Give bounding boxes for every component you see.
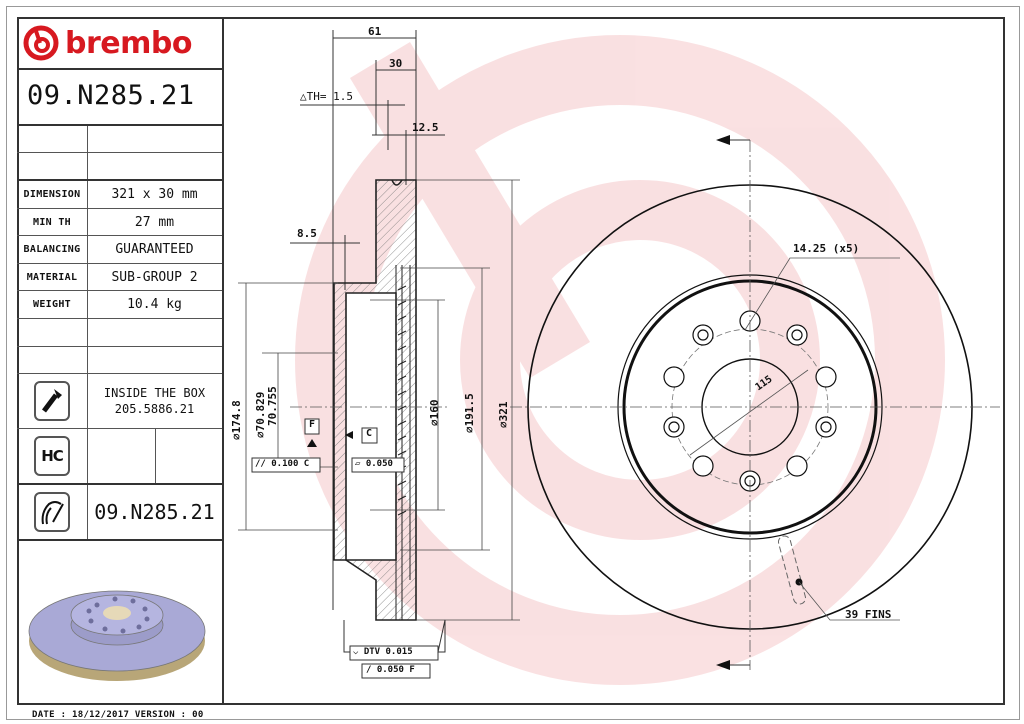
blank-row-4 [17, 347, 222, 374]
spec-label: BALANCING [17, 236, 88, 263]
dim-diameter-321: ⌀321 [497, 401, 510, 429]
hc-icon: HC [34, 436, 70, 476]
brembo-logo-icon [23, 25, 59, 61]
spec-value: 10.4 kg [127, 297, 182, 312]
inside-box-code: 205.5886.21 [114, 402, 195, 416]
datum-f: F [309, 419, 316, 430]
blank-row-2 [17, 153, 222, 181]
spec-value: SUB-GROUP 2 [111, 269, 198, 285]
disc-ref-part-number: 09.N285.21 [94, 500, 215, 524]
parallelism-tolerance: // 0.100 C [255, 459, 310, 469]
part-number: 09.N285.21 [27, 80, 195, 111]
spec-label: MATERIAL [17, 264, 88, 290]
disc-pad-icon [34, 492, 70, 532]
brand-row: brembo [17, 17, 222, 70]
dtv-tolerance: ⌵ DTV 0.015 [353, 647, 413, 657]
spec-row: MIN TH 27 mm [17, 209, 222, 236]
dim-fins: 39 FINS [845, 608, 892, 621]
blank-row-3 [17, 319, 222, 347]
dim-diameter-160: ⌀160 [428, 399, 441, 427]
inside-box-row: INSIDE THE BOX 205.5886.21 [17, 374, 222, 429]
spec-row: WEIGHT 10.4 kg [17, 291, 222, 319]
dim-overall-width: 61 [368, 25, 382, 38]
spec-label: WEIGHT [17, 291, 88, 318]
spec-value: GUARANTEED [115, 242, 194, 257]
spec-label: DIMENSION [17, 181, 88, 208]
spec-value: 27 mm [134, 214, 175, 230]
inside-box-title: INSIDE THE BOX [103, 386, 206, 400]
dim-delta-th: △TH= 1.5 [300, 90, 353, 103]
dim-flange: 8.5 [297, 227, 317, 240]
dim-diameter-191: ⌀191.5 [463, 393, 476, 433]
spec-row: MATERIAL SUB-GROUP 2 [17, 264, 222, 291]
part-number-row: 09.N285.21 [17, 70, 222, 126]
flatness-tolerance: ▱ 0.050 [355, 459, 393, 469]
datum-c: C [366, 428, 373, 439]
screw-icon [34, 381, 70, 421]
disc-3d-render [17, 541, 222, 703]
hc-row: HC [17, 429, 222, 485]
dim-diameter-70-min: 70.755 [266, 386, 279, 426]
brand-name: brembo [65, 25, 192, 61]
spec-panel: brembo 09.N285.21 DIMENSION 321 x 30 mm … [17, 17, 224, 705]
footer-date-version: DATE : 18/12/2017 VERSION : 00 [32, 710, 204, 720]
dim-diameter-174: ⌀174.8 [230, 400, 243, 440]
dim-hat-offset: 12.5 [412, 121, 439, 134]
dim-bolt-holes: 14.25 (x5) [793, 242, 860, 255]
brembo-watermark [295, 35, 945, 685]
spec-row: DIMENSION 321 x 30 mm [17, 181, 222, 209]
brembo-logo: brembo [23, 25, 192, 61]
spec-value: 321 x 30 mm [111, 187, 198, 202]
dim-thickness: 30 [389, 57, 403, 70]
drawing-outer-border [6, 6, 1020, 720]
spec-row: BALANCING GUARANTEED [17, 236, 222, 264]
blank-row-1 [17, 126, 222, 153]
disc-ref-row: 09.N285.21 [17, 485, 222, 541]
runout-tolerance: / 0.050 F [366, 665, 415, 675]
drawing-frame [17, 17, 1005, 705]
spec-label: MIN TH [17, 209, 88, 235]
